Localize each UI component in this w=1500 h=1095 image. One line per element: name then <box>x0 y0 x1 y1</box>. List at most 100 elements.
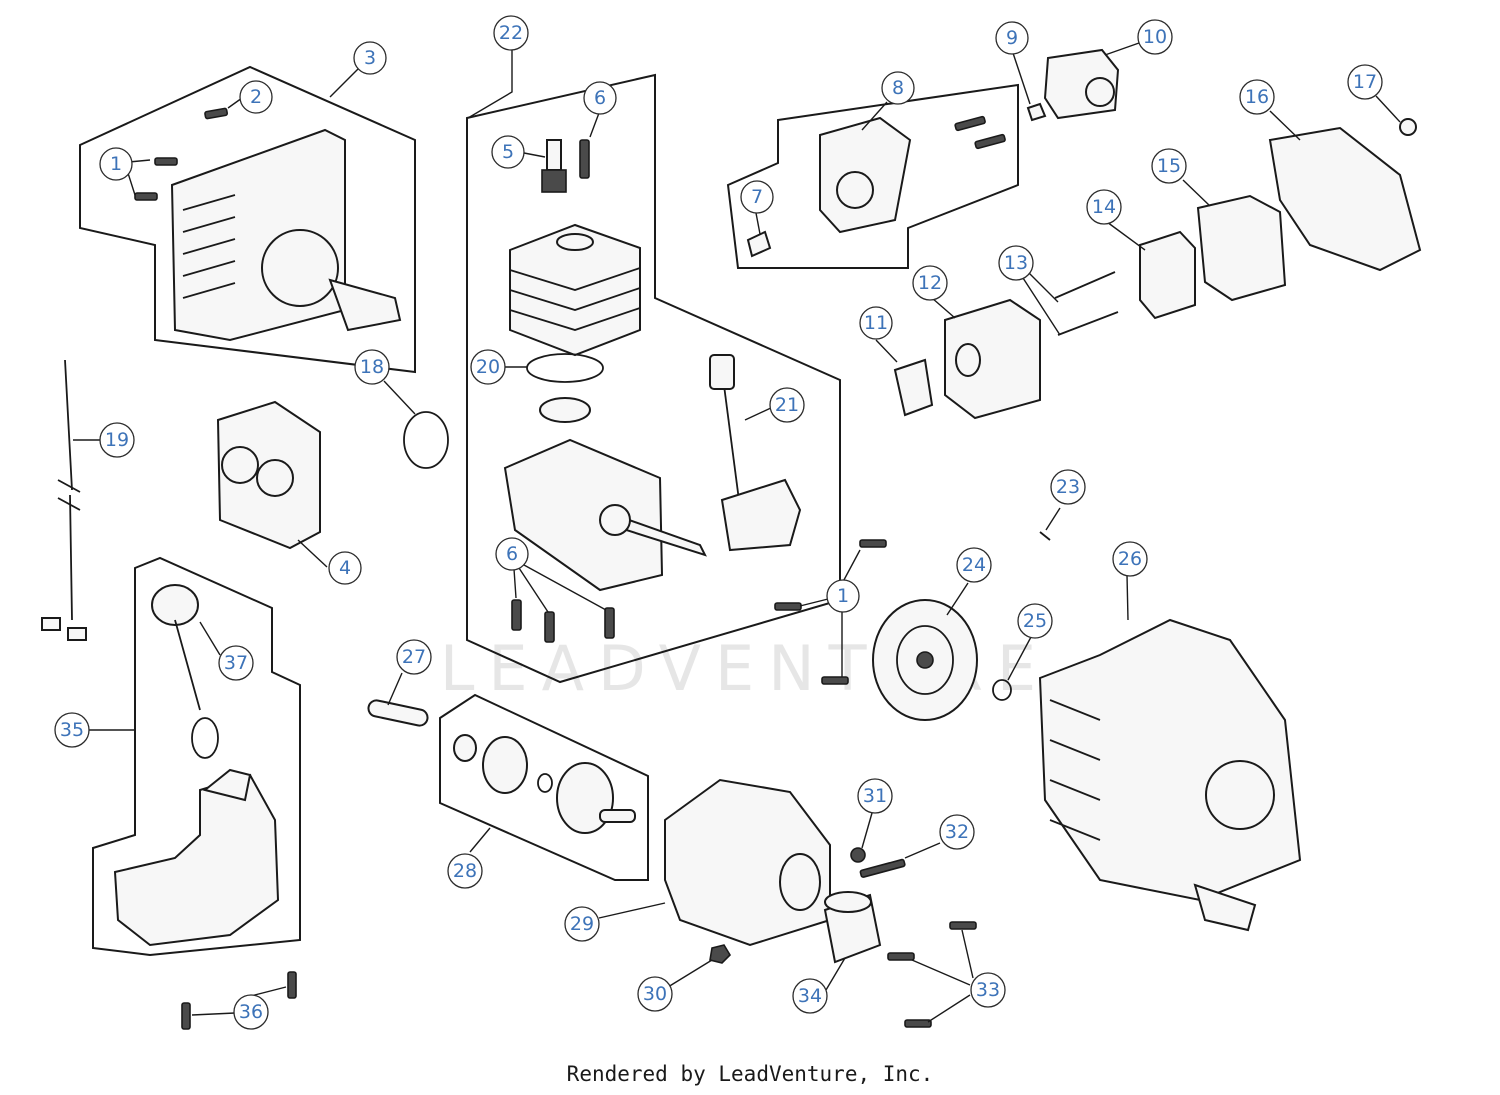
callout-8: 8 <box>881 71 915 105</box>
screws-13 <box>1054 271 1119 336</box>
callout-35: 35 <box>54 712 90 748</box>
clutch-assembly <box>453 734 636 834</box>
callout-6b: 6 <box>495 537 529 571</box>
svg-text:20: 20 <box>476 356 500 378</box>
o-ring-20 <box>526 353 604 383</box>
svg-text:6: 6 <box>594 87 606 109</box>
fuel-cap-37 <box>151 584 219 759</box>
svg-text:24: 24 <box>962 554 986 576</box>
svg-text:17: 17 <box>1353 71 1377 93</box>
svg-text:21: 21 <box>775 394 799 416</box>
clip-7 <box>746 230 772 258</box>
callout-11: 11 <box>859 306 893 340</box>
callout-3: 3 <box>353 41 387 75</box>
callout-27: 27 <box>396 639 432 675</box>
group-outline-carburetor-plate <box>726 83 1019 269</box>
svg-text:22: 22 <box>499 22 523 44</box>
air-cleaner-cover <box>1268 126 1422 272</box>
svg-text:12: 12 <box>918 272 942 294</box>
svg-text:4: 4 <box>339 557 351 579</box>
svg-text:23: 23 <box>1056 476 1080 498</box>
group-outline-engine-block <box>466 73 841 684</box>
callout-9: 9 <box>995 21 1029 55</box>
air-filter-pad-15 <box>1196 194 1287 302</box>
recoil-starter-housing <box>1038 618 1302 932</box>
callout-20: 20 <box>470 349 506 385</box>
svg-text:9: 9 <box>1006 27 1018 49</box>
svg-text:6: 6 <box>506 543 518 565</box>
svg-text:31: 31 <box>863 785 887 807</box>
svg-text:10: 10 <box>1143 26 1167 48</box>
callout-13: 13 <box>998 245 1034 281</box>
screws <box>134 107 1006 1030</box>
callout-31: 31 <box>857 778 893 814</box>
svg-text:36: 36 <box>239 1001 263 1023</box>
pin-27 <box>367 699 429 727</box>
svg-text:28: 28 <box>453 860 477 882</box>
svg-text:19: 19 <box>105 429 129 451</box>
callout-28: 28 <box>447 853 483 889</box>
svg-text:18: 18 <box>360 356 384 378</box>
group-outline-fuel-tank <box>92 556 301 957</box>
callout-15: 15 <box>1151 148 1187 184</box>
insulator-block-12 <box>944 298 1041 420</box>
air-filter-element <box>216 400 321 550</box>
wire-harness-19 <box>41 359 87 641</box>
fuel-tank <box>113 768 280 947</box>
spark-plug <box>541 139 567 193</box>
callout-17: 17 <box>1347 64 1383 100</box>
callout-7: 7 <box>740 180 774 214</box>
callout-36: 36 <box>233 994 269 1030</box>
callout-1b: 1 <box>826 579 860 613</box>
o-ring-18 <box>403 411 449 469</box>
group-outline-clutch <box>439 693 649 881</box>
ignition-coil <box>709 354 802 552</box>
svg-text:5: 5 <box>502 141 514 163</box>
svg-text:7: 7 <box>751 186 763 208</box>
svg-text:3: 3 <box>364 47 376 69</box>
svg-text:26: 26 <box>1118 548 1142 570</box>
callout-18: 18 <box>354 349 390 385</box>
clutch-housing-29 <box>664 778 831 947</box>
gasket-11 <box>893 358 934 417</box>
callout-22: 22 <box>493 15 529 51</box>
washer-25 <box>992 679 1012 701</box>
callout-34: 34 <box>792 978 828 1014</box>
svg-text:16: 16 <box>1245 86 1269 108</box>
drive-shaft-bushing-34 <box>823 891 882 964</box>
callout-1a: 1 <box>99 147 133 181</box>
callout-16: 16 <box>1239 79 1275 115</box>
group-outline-air-filter-box <box>79 65 416 374</box>
callout-30: 30 <box>637 976 673 1012</box>
plug-17 <box>1399 118 1417 136</box>
svg-text:1: 1 <box>837 585 849 607</box>
svg-text:32: 32 <box>945 821 969 843</box>
svg-text:25: 25 <box>1023 610 1047 632</box>
svg-text:33: 33 <box>976 979 1000 1001</box>
callout-14: 14 <box>1086 189 1122 225</box>
svg-text:15: 15 <box>1157 155 1181 177</box>
callout-4: 4 <box>328 551 362 585</box>
svg-text:37: 37 <box>224 652 248 674</box>
clip-23 <box>1039 531 1051 541</box>
nut-30 <box>709 944 732 964</box>
svg-text:34: 34 <box>798 985 822 1007</box>
flywheel <box>872 599 978 721</box>
svg-text:8: 8 <box>892 77 904 99</box>
svg-text:35: 35 <box>60 719 84 741</box>
leader-lines <box>73 42 1401 1023</box>
svg-text:14: 14 <box>1092 196 1116 218</box>
callout-2: 2 <box>239 80 273 114</box>
callout-26: 26 <box>1112 541 1148 577</box>
callout-25: 25 <box>1017 603 1053 639</box>
callout-33: 33 <box>970 972 1006 1008</box>
retainer-9 <box>1026 102 1047 122</box>
filter-base-14 <box>1139 230 1196 320</box>
callout-21: 21 <box>769 387 805 423</box>
svg-text:2: 2 <box>250 86 262 108</box>
callout-24: 24 <box>956 547 992 583</box>
svg-text:30: 30 <box>643 983 667 1005</box>
callout-32: 32 <box>939 814 975 850</box>
callout-12: 12 <box>912 265 948 301</box>
